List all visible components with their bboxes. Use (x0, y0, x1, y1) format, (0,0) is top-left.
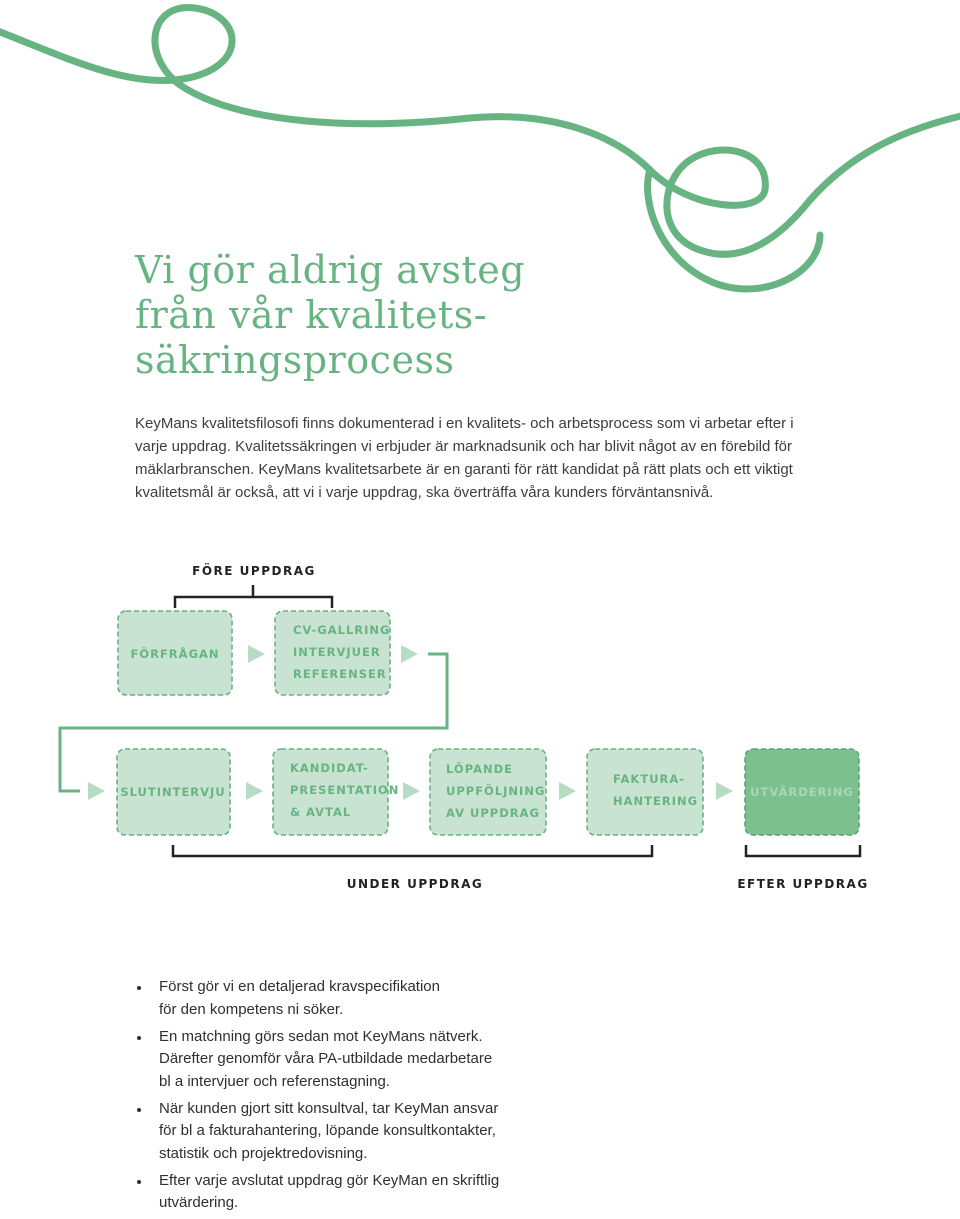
phase-bracket-during (171, 845, 654, 858)
step-label: SLUTINTERVJU (120, 785, 225, 799)
step-label: CV-GALLRING (293, 623, 390, 637)
list-item-line: för bl a fakturahantering, löpande konsu… (159, 1122, 496, 1139)
list-item: Efter varje avslutat uppdrag gör KeyMan … (135, 1170, 499, 1215)
step-label: UPPFÖLJNING (446, 783, 545, 798)
step-box-forfragan (117, 610, 233, 696)
list-item-line: Efter varje avslutat uppdrag gör KeyMan … (159, 1171, 500, 1189)
intro-line: mäklarbranschen. KeyMans kvalitetsarbete… (135, 461, 793, 478)
phase-label-after: EFTER UPPDRAG (737, 877, 868, 891)
flow-connector (58, 652, 449, 793)
decorative-ribbon (0, 4, 960, 293)
step-label: PRESENTATION (290, 783, 399, 797)
intro-line: kvalitetsmål är också, att vi i varje up… (135, 484, 714, 501)
step-label: INTERVJUER (293, 645, 381, 659)
flow-arrow (403, 782, 420, 800)
flow-arrow (716, 782, 733, 800)
phase-label-before: FÖRE UPPDRAG (192, 563, 316, 578)
flow-arrow (248, 645, 265, 663)
phase-bracket-before (173, 585, 334, 608)
list-item-line: bl a intervjuer och referenstagning. (159, 1072, 390, 1090)
list-item-line: statistik och projektredovisning. (159, 1144, 368, 1162)
list-item-line: När kunden gjort sitt konsultval, tar Ke… (159, 1099, 499, 1117)
page-title: Vi gör aldrig avsteg från vår kvalitets-… (135, 248, 525, 383)
step-label: KANDIDAT- (290, 761, 369, 775)
step-label: FAKTURA- (613, 772, 685, 786)
step-box-slutintervju (116, 748, 231, 836)
bullet-list: Först gör vi en detaljerad kravspecifika… (135, 976, 499, 1219)
list-item: När kunden gjort sitt konsultval, tar Ke… (135, 1098, 499, 1166)
list-item-line: Därefter genomför våra PA-utbildade meda… (159, 1050, 493, 1067)
list-item-line: En matchning görs sedan mot KeyMans nätv… (159, 1027, 483, 1045)
flow-arrow (401, 645, 418, 663)
step-box-utvardering (744, 748, 860, 836)
title-line: från vår kvalitets- (135, 293, 488, 337)
process-diagram: FÖRE UPPDRAG FÖRFRÅGAN CV-GALLRING INTER… (58, 563, 868, 891)
intro-paragraph: KeyMans kvalitetsfilosofi finns dokument… (135, 412, 835, 504)
step-label: REFERENSER (293, 667, 387, 681)
step-label: FÖRFRÅGAN (130, 646, 219, 661)
step-box-fakturahantering (586, 748, 704, 836)
step-label: AV UPPDRAG (446, 806, 540, 820)
intro-line: KeyMans kvalitetsfilosofi finns dokument… (135, 415, 794, 432)
phase-label-during: UNDER UPPDRAG (347, 877, 484, 891)
title-line: säkringsprocess (135, 338, 455, 382)
list-item-line: Först gör vi en detaljerad kravspecifika… (159, 978, 440, 995)
step-label: LÖPANDE (446, 761, 513, 776)
intro-line: varje uppdrag. Kvalitetssäkringen vi erb… (135, 438, 793, 455)
title-line: Vi gör aldrig avsteg (135, 248, 526, 292)
step-box-lopande-uppfoljning (429, 748, 547, 836)
list-item: En matchning görs sedan mot KeyMans nätv… (135, 1026, 499, 1094)
flow-arrow (88, 782, 105, 800)
phase-bracket-after (744, 845, 862, 858)
step-box-kandidatpresentation (272, 748, 389, 836)
flow-arrow (246, 782, 263, 800)
list-item-line: utvärdering. (159, 1194, 239, 1211)
list-item: Först gör vi en detaljerad kravspecifika… (135, 976, 499, 1021)
step-label: & AVTAL (290, 805, 351, 819)
step-label: UTVÄRDERING (750, 784, 854, 799)
list-item-line: för den kompetens ni söker. (159, 1000, 344, 1018)
step-label: HANTERING (613, 794, 698, 808)
step-box-cv-gallring (274, 610, 391, 696)
flow-arrow (559, 782, 576, 800)
